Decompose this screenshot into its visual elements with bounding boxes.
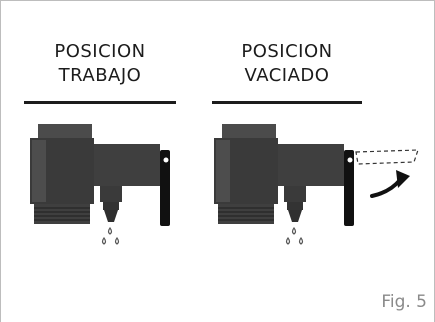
lever-down [344, 150, 354, 226]
heading-underline-left [24, 101, 176, 104]
heading-drain-line1: POSICION [241, 41, 333, 62]
heading-underline-right [212, 101, 362, 104]
valve-thread [34, 204, 90, 224]
valve-nozzle [100, 186, 122, 222]
curved-arrow-icon [370, 170, 410, 198]
valve-side-chamber [278, 144, 344, 186]
water-drops-icon [101, 226, 120, 245]
water-drops-icon [285, 226, 304, 245]
valve-side-chamber [94, 144, 160, 186]
heading-drain-position: POSICION VACIADO [212, 40, 362, 88]
valve-thread [218, 204, 274, 224]
heading-drain-line2: VACIADO [244, 65, 330, 86]
dashed-lever-outline-icon [355, 149, 419, 165]
valve-cap [222, 124, 276, 140]
heading-working-line1: POSICION [54, 41, 146, 62]
lever-down [160, 150, 170, 226]
valve-nozzle [284, 186, 306, 222]
valve-cap [38, 124, 92, 140]
figure-label: Fig. 5 [381, 292, 427, 312]
heading-working-line2: TRABAJO [58, 65, 142, 86]
heading-working-position: POSICION TRABAJO [24, 40, 176, 88]
